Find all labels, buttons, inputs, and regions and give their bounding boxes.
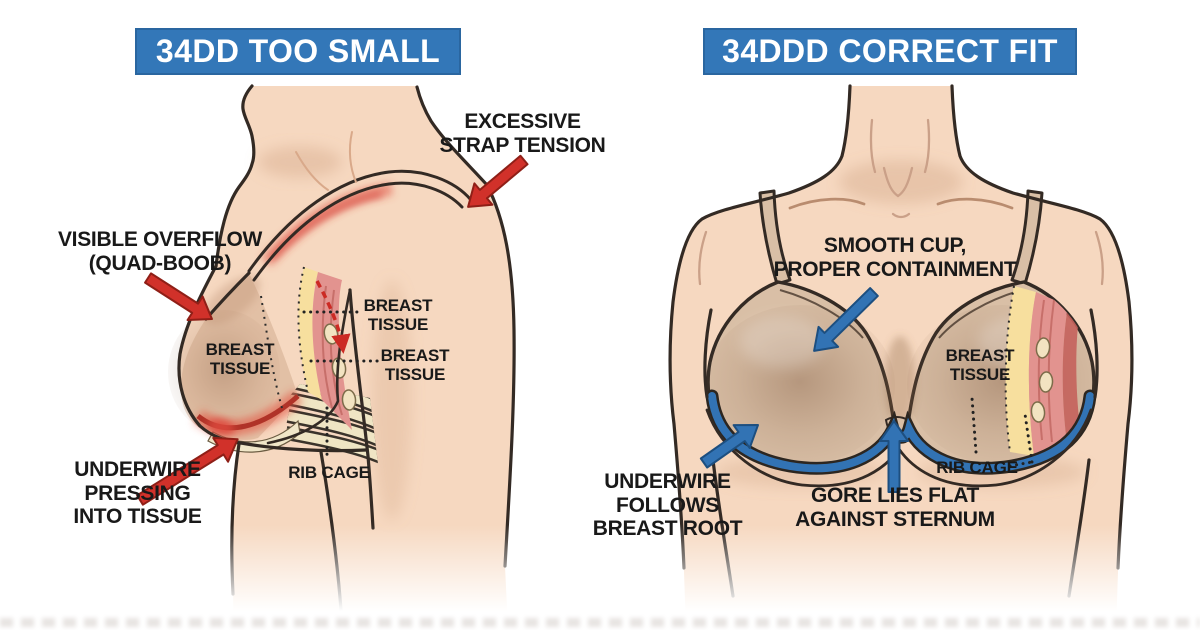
label-visible-overflow: VISIBLE OVERFLOW (QUAD-BOOB): [57, 228, 263, 275]
label-rib-cage-right: RIB CAGE: [936, 458, 1018, 477]
right-panel-title-banner: 34DDD CORRECT FIT: [703, 28, 1077, 75]
label-gore-lies-flat: GORE LIES FLAT AGAINST STERNUM: [795, 484, 995, 531]
blue-arrow-icon-smooth-cup: [813, 287, 879, 352]
dotted-leader-lines-left: [302, 310, 380, 460]
right-bra-straps: [758, 189, 1044, 286]
label-smooth-cup: SMOOTH CUP, PROPER CONTAINMENT: [773, 234, 1017, 281]
red-dashed-arrow-icon: [315, 280, 351, 354]
left-panel-title-banner: 34DD TOO SMALL: [135, 28, 461, 75]
right-figure-front-view: [668, 84, 1134, 630]
label-underwire-pressing: UNDERWIRE PRESSING INTO TISSUE: [73, 458, 202, 529]
red-arrow-icon-strap: [467, 154, 529, 208]
blue-arrow-icon-gore: [879, 420, 909, 493]
label-breast-tissue-upper: BREAST TISSUE: [363, 296, 433, 335]
red-arrow-icon-overflow: [144, 272, 213, 322]
left-figure-side-profile: [136, 84, 529, 630]
left-bra-strap: [247, 169, 473, 282]
blue-arrow-icon-underwire: [699, 424, 759, 469]
right-anatomy-cutaway: [1004, 285, 1082, 456]
label-underwire-follows: UNDERWIRE FOLLOWS BREAST ROOT: [592, 470, 743, 541]
label-breast-tissue-inner: BREAST TISSUE: [205, 340, 275, 379]
dotted-leader-lines-right: [970, 396, 1034, 468]
neck-shadow: [258, 146, 342, 178]
label-breast-tissue-right: BREAST TISSUE: [945, 346, 1015, 385]
label-excessive-strap-tension: EXCESSIVE STRAP TENSION: [439, 110, 606, 157]
red-arrow-icon-underwire: [136, 436, 239, 506]
clavicle-lines: [788, 197, 1014, 210]
bottom-blur-watermark: [0, 618, 1200, 627]
label-rib-cage-left: RIB CAGE: [288, 463, 370, 482]
label-breast-tissue-lower: BREAST TISSUE: [380, 346, 450, 385]
